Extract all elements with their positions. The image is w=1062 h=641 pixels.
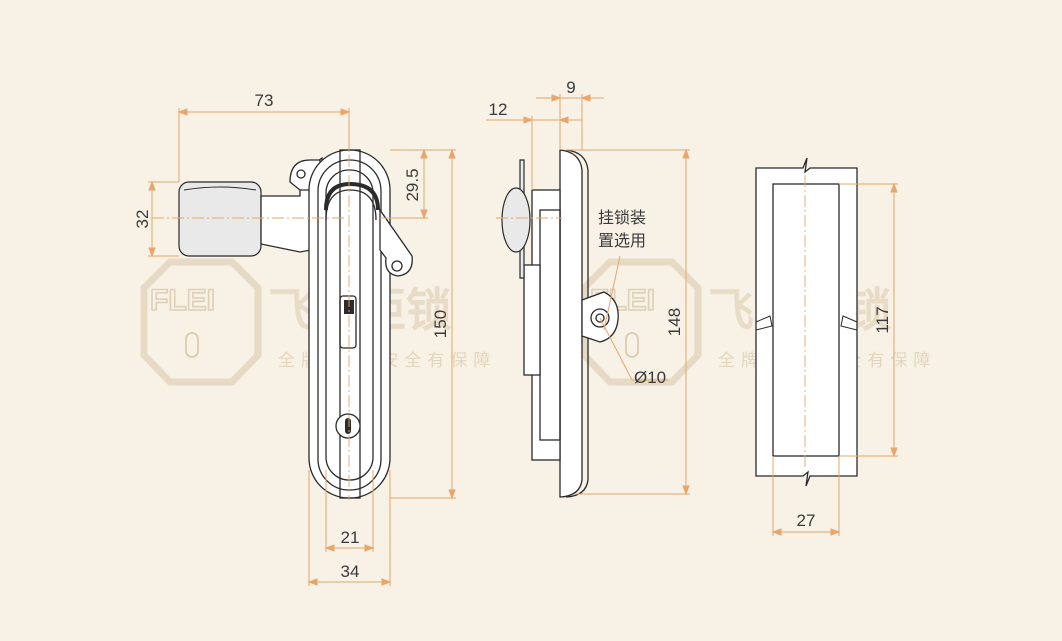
dim-label-34: 34	[341, 562, 360, 581]
dim-label-12: 12	[489, 100, 508, 119]
dim-label-117: 117	[873, 306, 892, 333]
watermark-brand-latin: FLEI	[150, 284, 215, 317]
dim-label-21: 21	[341, 528, 360, 547]
padlock-note-line1: 挂锁装	[598, 208, 646, 227]
front-view	[178, 149, 413, 499]
dim-label-27: 27	[797, 511, 816, 530]
dim-label-150: 150	[431, 310, 450, 338]
dim-label-diameter-10: Ø10	[634, 368, 666, 387]
center-lines	[152, 115, 806, 500]
dim-label-73: 73	[255, 91, 274, 110]
watermark-badge-outline	[140, 258, 262, 386]
dim-label-148: 148	[665, 308, 684, 336]
side-view	[501, 149, 619, 498]
dim-label-29-5: 29.5	[403, 168, 422, 201]
side-plate	[559, 149, 583, 498]
cutout-view	[755, 157, 858, 487]
dimension-lines	[148, 94, 898, 586]
watermark-keyhole-icon	[625, 332, 639, 358]
dim-label-9: 9	[566, 78, 575, 97]
handle-knob	[178, 181, 262, 257]
dim-label-32: 32	[133, 210, 152, 229]
side-handle-knob	[501, 187, 531, 253]
panel-cutout	[772, 183, 840, 457]
padlock-note-line2: 置选用	[598, 231, 646, 250]
watermark-keyhole-icon	[185, 332, 199, 358]
